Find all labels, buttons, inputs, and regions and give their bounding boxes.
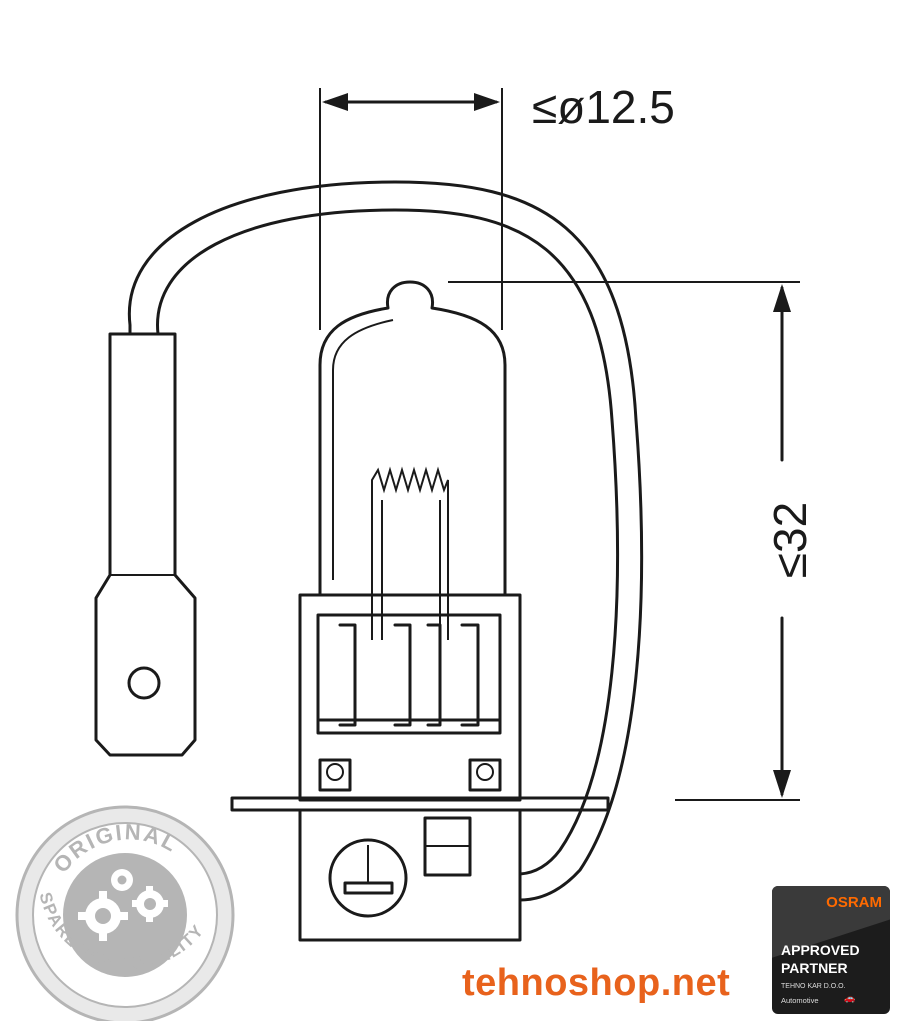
original-quality-seal: ORIGINAL SPARE PART QUALITY	[15, 805, 235, 1021]
badge-line-approved: APPROVED	[781, 942, 860, 958]
osram-partner-badge: OSRAM APPROVED PARTNER TEHNO KAR D.O.O. …	[772, 886, 890, 1014]
glass-bulb	[318, 280, 507, 640]
wire-terminal	[94, 332, 197, 757]
height-label: ≤32	[764, 502, 816, 578]
car-icon: 🚗	[844, 993, 856, 1003]
bulb-base	[230, 593, 610, 942]
filament	[371, 466, 449, 640]
badge-brand: OSRAM	[826, 894, 882, 911]
diameter-dimension: ≤ø12.5	[319, 81, 675, 330]
gear-icon	[78, 869, 168, 941]
website-label[interactable]: tehnoshop.net	[462, 962, 731, 1004]
diameter-label: ≤ø12.5	[532, 81, 675, 133]
wire-lead	[127, 180, 644, 902]
badge-line-company: TEHNO KAR D.O.O.	[781, 983, 846, 990]
badge-line-automotive: Automotive	[781, 996, 819, 1005]
badge-line-partner: PARTNER	[781, 960, 848, 976]
height-dimension: ≤32	[448, 281, 816, 801]
